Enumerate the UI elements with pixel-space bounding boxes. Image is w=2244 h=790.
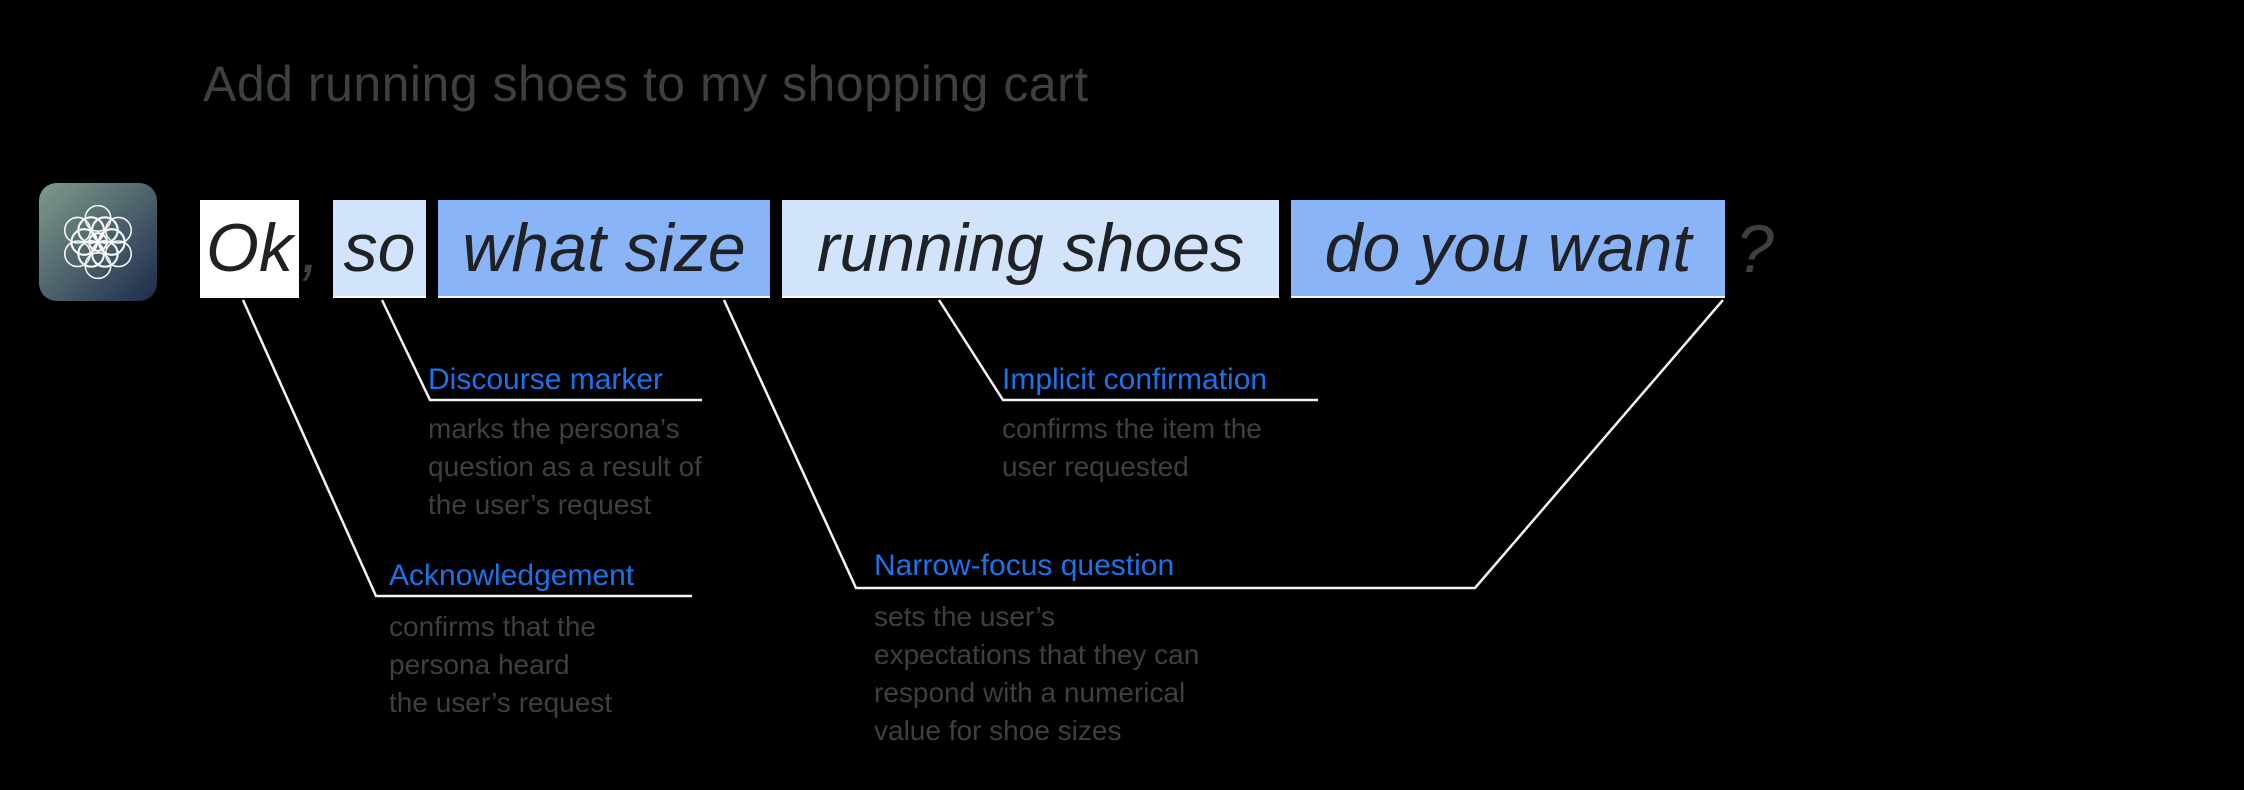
user-utterance: Add running shoes to my shopping cart [203, 56, 1089, 112]
flower-logo-icon [39, 183, 157, 301]
implicit-confirmation-label[interactable]: Implicit confirmation [1002, 363, 1268, 396]
segment-what-size: what size [438, 200, 770, 298]
segment-ok: Ok [200, 200, 299, 298]
segment-question-mark: ? [1736, 211, 1774, 287]
segment-so: so [333, 200, 426, 298]
acknowledgement-label[interactable]: Acknowledgement [389, 559, 635, 592]
discourse-marker-label[interactable]: Discourse marker [428, 363, 664, 396]
narrow-focus-question-label[interactable]: Narrow-focus question [874, 549, 1175, 582]
segment-running-shoes: running shoes [782, 200, 1279, 298]
implicit-confirmation-description: confirms the item the user requested [1002, 413, 1262, 482]
persona-avatar [39, 183, 157, 301]
discourse-marker-description: marks the persona’s question as a result… [428, 413, 702, 520]
segment-comma: , [301, 211, 320, 287]
segment-do-you-want: do you want [1291, 200, 1725, 298]
narrow-focus-question-description: sets the user’s expectations that they c… [874, 601, 1200, 746]
acknowledgement-description: confirms that the persona heard the user… [389, 611, 613, 718]
